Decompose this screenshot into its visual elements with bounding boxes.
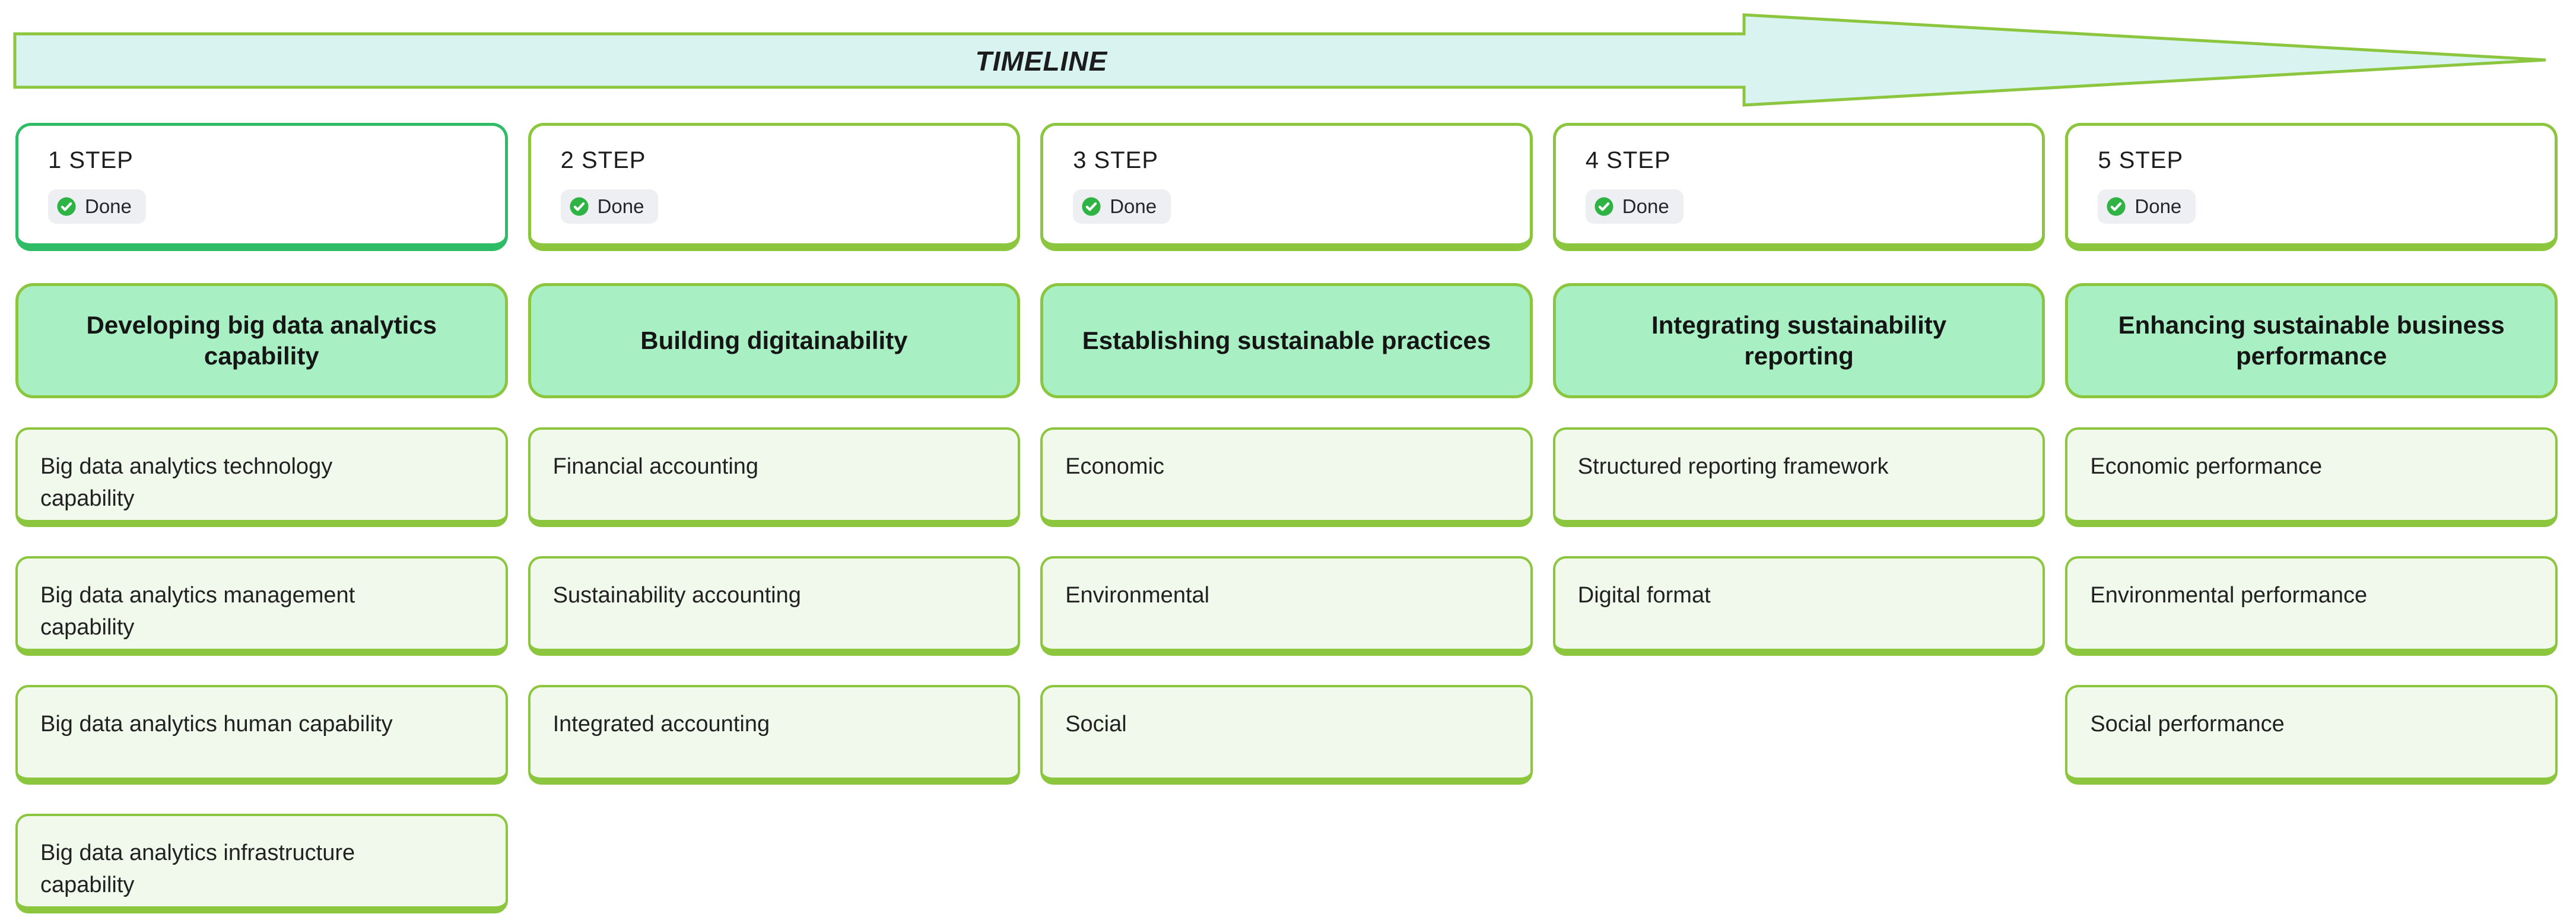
check-circle-icon xyxy=(1594,197,1613,216)
item-card: Big data analytics infrastructure capabi… xyxy=(15,814,508,913)
step-title: 2 STEP xyxy=(560,147,646,173)
item-card: Environmental xyxy=(1040,556,1533,656)
step-card-4: 4 STEP Done xyxy=(1552,123,2045,251)
status-badge[interactable]: Done xyxy=(1073,189,1171,224)
step-card-2: 2 STEP Done xyxy=(528,123,1021,251)
timeline-column-1: 1 STEP Done Developing big data analytic… xyxy=(15,123,508,913)
item-label: Economic performance xyxy=(2090,454,2323,479)
item-label: Environmental performance xyxy=(2090,583,2368,608)
item-card: Social performance xyxy=(2065,685,2558,785)
phase-title: Establishing sustainable practices xyxy=(1082,326,1491,354)
step-card-5: 5 STEP Done xyxy=(2065,123,2558,251)
item-card: Social xyxy=(1040,685,1533,785)
item-card: Economic xyxy=(1040,427,1533,527)
phase-header-4: Integrating sustainability reporting xyxy=(1552,283,2045,398)
status-badge[interactable]: Done xyxy=(560,189,659,224)
phase-title: Integrating sustainability reporting xyxy=(1651,310,1947,370)
check-circle-icon xyxy=(57,197,76,216)
step-title: 5 STEP xyxy=(2098,147,2184,173)
item-card: Structured reporting framework xyxy=(1552,427,2045,527)
item-label: Big data analytics infrastructure capabi… xyxy=(40,840,355,897)
item-label: Big data analytics management capability xyxy=(40,583,355,640)
status-label: Done xyxy=(1622,195,1669,217)
step-title: 4 STEP xyxy=(1585,147,1671,173)
phase-title: Enhancing sustainable business performan… xyxy=(2118,310,2505,370)
item-label: Sustainability accounting xyxy=(552,583,801,608)
step-card-1: 1 STEP Done xyxy=(15,123,508,251)
step-title: 1 STEP xyxy=(48,147,134,173)
item-label: Big data analytics human capability xyxy=(40,712,393,737)
timeline-column-5: 5 STEP Done Enhancing sustainable busine… xyxy=(2065,123,2558,913)
step-card-3: 3 STEP Done xyxy=(1040,123,1533,251)
item-card: Environmental performance xyxy=(2065,556,2558,656)
status-label: Done xyxy=(1110,195,1157,217)
check-circle-icon xyxy=(1082,197,1101,216)
timeline-arrow-icon xyxy=(13,13,2546,107)
item-card: Big data analytics management capability xyxy=(15,556,508,656)
item-card: Integrated accounting xyxy=(528,685,1021,785)
item-label: Structured reporting framework xyxy=(1577,454,1889,479)
status-label: Done xyxy=(597,195,644,217)
status-badge[interactable]: Done xyxy=(1585,189,1684,224)
step-title: 3 STEP xyxy=(1073,147,1159,173)
status-label: Done xyxy=(85,195,132,217)
item-card: Financial accounting xyxy=(528,427,1021,527)
phase-title: Developing big data analytics capability xyxy=(86,310,437,370)
item-label: Environmental xyxy=(1065,583,1210,608)
status-badge[interactable]: Done xyxy=(2098,189,2196,224)
phase-header-1: Developing big data analytics capability xyxy=(15,283,508,398)
timeline-board: 1 STEP Done Developing big data analytic… xyxy=(15,123,2558,913)
phase-header-2: Building digitainability xyxy=(528,283,1021,398)
item-label: Digital format xyxy=(1577,583,1711,608)
check-circle-icon xyxy=(2107,197,2126,216)
item-label: Social xyxy=(1065,712,1127,737)
item-label: Financial accounting xyxy=(552,454,759,479)
item-card: Digital format xyxy=(1552,556,2045,656)
check-circle-icon xyxy=(570,197,589,216)
timeline-banner: TIMELINE xyxy=(13,13,2546,107)
timeline-column-3: 3 STEP Done Establishing sustainable pra… xyxy=(1040,123,1533,913)
item-label: Social performance xyxy=(2090,712,2285,737)
timeline-title: TIMELINE xyxy=(975,46,1108,77)
item-card: Sustainability accounting xyxy=(528,556,1021,656)
timeline-column-2: 2 STEP Done Building digitainability Fin… xyxy=(528,123,1021,913)
phase-header-3: Establishing sustainable practices xyxy=(1040,283,1533,398)
item-label: Big data analytics technology capability xyxy=(40,454,333,511)
item-label: Integrated accounting xyxy=(552,712,770,737)
phase-header-5: Enhancing sustainable business performan… xyxy=(2065,283,2558,398)
status-label: Done xyxy=(2135,195,2182,217)
timeline-column-4: 4 STEP Done Integrating sustainability r… xyxy=(1552,123,2045,913)
item-card: Big data analytics technology capability xyxy=(15,427,508,527)
item-label: Economic xyxy=(1065,454,1165,479)
item-card: Economic performance xyxy=(2065,427,2558,527)
phase-title: Building digitainability xyxy=(640,326,908,354)
item-card: Big data analytics human capability xyxy=(15,685,508,785)
status-badge[interactable]: Done xyxy=(48,189,146,224)
